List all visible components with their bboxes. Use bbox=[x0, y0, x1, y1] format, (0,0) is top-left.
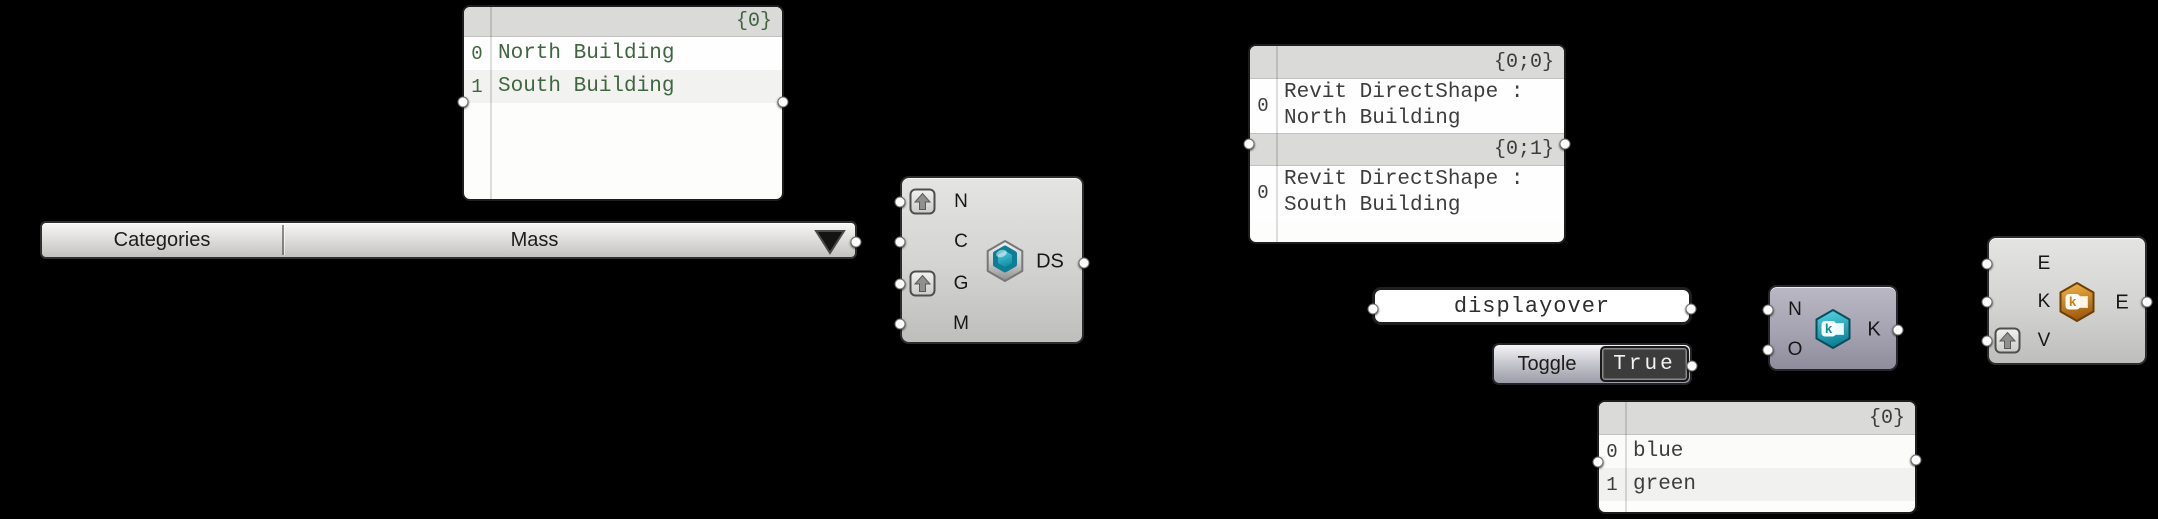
row-text: South Building bbox=[498, 74, 675, 98]
ds-output-port[interactable] bbox=[1078, 257, 1090, 269]
key-input-port-o[interactable] bbox=[1762, 344, 1774, 356]
graft-icon[interactable] bbox=[1994, 327, 2021, 354]
row-index: 0 bbox=[1606, 440, 1618, 463]
panel-output-port[interactable] bbox=[777, 96, 789, 108]
boolean-toggle[interactable]: Toggle True bbox=[1492, 343, 1698, 385]
list-item: 0 Revit DirectShape : North Building bbox=[1250, 79, 1564, 133]
ds-input-port-c[interactable] bbox=[894, 236, 906, 248]
element-input-port-k[interactable] bbox=[1981, 296, 1993, 308]
list-item: 0 blue bbox=[1599, 435, 1915, 468]
element-input-port-e[interactable] bbox=[1981, 258, 1993, 270]
element-input-label-v: V bbox=[2037, 330, 2051, 351]
element-icon: k bbox=[2059, 282, 2095, 322]
row-index: 1 bbox=[471, 75, 483, 98]
directshape-component[interactable]: N C G M DS bbox=[894, 176, 1090, 344]
toggle-label: Toggle bbox=[1517, 352, 1577, 375]
list-item: 0 Revit DirectShape : South Building bbox=[1250, 166, 1564, 220]
ds-output-label: DS bbox=[1036, 250, 1064, 273]
panel-output-port[interactable] bbox=[1685, 303, 1697, 315]
svg-text:k: k bbox=[1825, 322, 1833, 337]
panel-index-divider bbox=[1625, 402, 1627, 512]
key-input-port-n[interactable] bbox=[1762, 304, 1774, 316]
value-list-categories[interactable]: Categories Mass bbox=[40, 221, 862, 259]
value-list-divider bbox=[282, 225, 284, 255]
ds-input-port-g[interactable] bbox=[894, 278, 906, 290]
ds-input-label-g: G bbox=[953, 273, 969, 294]
svg-text:k: k bbox=[2069, 295, 2077, 310]
row-index: 0 bbox=[1257, 95, 1269, 117]
graft-icon[interactable] bbox=[909, 188, 936, 215]
key-input-label-n: N bbox=[1788, 299, 1802, 320]
element-output-port[interactable] bbox=[2141, 296, 2153, 308]
panel-input-port[interactable] bbox=[457, 96, 469, 108]
colors-panel[interactable]: {0} 0 blue 1 green bbox=[1592, 400, 1922, 514]
panel-text: displayover bbox=[1453, 293, 1611, 319]
panel-index-divider bbox=[1276, 46, 1278, 242]
key-input-label-o: O bbox=[1787, 339, 1803, 360]
key-output-label: K bbox=[1867, 318, 1881, 341]
panel-path-header: {0;1} bbox=[1250, 133, 1564, 166]
panel-path-header: {0} bbox=[464, 7, 782, 37]
value-list-selected[interactable]: Mass bbox=[510, 228, 559, 251]
dropdown-arrow-icon[interactable] bbox=[813, 228, 847, 256]
row-index: 0 bbox=[471, 42, 483, 65]
displayover-panel[interactable]: displayover bbox=[1367, 287, 1697, 325]
key-output-port[interactable] bbox=[1892, 324, 1904, 336]
buildings-panel[interactable]: {0} 0 North Building 1 South Building bbox=[457, 5, 789, 201]
panel-path-header: {0} bbox=[1599, 402, 1915, 435]
ds-input-port-n[interactable] bbox=[894, 196, 906, 208]
ds-input-label-n: N bbox=[954, 191, 968, 212]
row-text: blue bbox=[1633, 439, 1684, 463]
key-component[interactable]: N O k K bbox=[1762, 285, 1904, 371]
row-text: North Building bbox=[498, 41, 675, 65]
element-input-label-e: E bbox=[2037, 253, 2051, 274]
element-input-port-v[interactable] bbox=[1981, 335, 1993, 347]
element-output-label: E bbox=[2115, 291, 2129, 314]
row-index: 0 bbox=[1257, 182, 1269, 204]
directshape-icon bbox=[986, 240, 1024, 282]
element-input-label-k: K bbox=[2037, 291, 2051, 312]
element-component[interactable]: E K V k E bbox=[1981, 236, 2153, 365]
panel-input-port[interactable] bbox=[1592, 456, 1604, 468]
graft-icon[interactable] bbox=[909, 270, 936, 297]
panel-input-port[interactable] bbox=[1367, 303, 1379, 315]
revit-directshape-panel[interactable]: {0;0} 0 Revit DirectShape : North Buildi… bbox=[1243, 44, 1571, 244]
list-item: 1 green bbox=[1599, 468, 1915, 501]
panel-input-port[interactable] bbox=[1243, 138, 1255, 150]
panel-path-header: {0;0} bbox=[1250, 46, 1564, 79]
list-item: 1 South Building bbox=[464, 70, 782, 103]
value-list-name[interactable]: Categories bbox=[113, 228, 211, 251]
panel-output-port[interactable] bbox=[1559, 138, 1571, 150]
ds-input-port-m[interactable] bbox=[894, 318, 906, 330]
row-text: Revit DirectShape : South Building bbox=[1284, 168, 1524, 217]
panel-output-port[interactable] bbox=[1910, 454, 1922, 466]
panel-index-divider bbox=[490, 7, 492, 199]
row-text: Revit DirectShape : North Building bbox=[1284, 81, 1524, 130]
key-icon: k bbox=[1815, 309, 1851, 349]
toggle-value[interactable]: True bbox=[1600, 346, 1689, 382]
row-index: 1 bbox=[1606, 473, 1618, 496]
list-item: 0 North Building bbox=[464, 37, 782, 70]
ds-input-label-m: M bbox=[953, 313, 969, 334]
ds-input-label-c: C bbox=[954, 231, 968, 252]
value-list-output-port[interactable] bbox=[850, 236, 862, 248]
row-text: green bbox=[1633, 472, 1697, 496]
toggle-output-port[interactable] bbox=[1686, 360, 1698, 372]
